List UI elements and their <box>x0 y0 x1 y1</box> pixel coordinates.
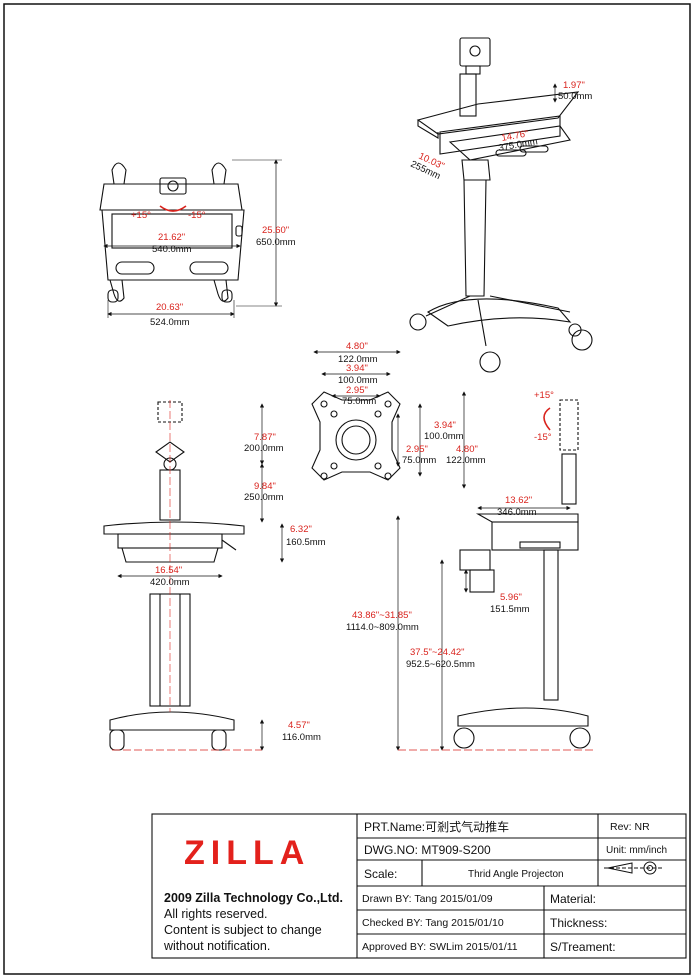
top-base-in: 20.63" <box>156 302 183 313</box>
front-base-h-in: 4.57" <box>288 720 310 731</box>
side-drawer-mm: 151.5mm <box>490 604 530 615</box>
company-name: 2009 Zilla Technology Co.,Ltd. <box>164 891 343 905</box>
sheet-border <box>3 3 691 975</box>
vesa-outer-h-mm: 122.0mm <box>446 455 486 466</box>
vesa-inner-w-mm: 75.0mm <box>342 396 376 407</box>
projection-method: Thrid Angle Projecton <box>468 869 564 880</box>
iso-tray-w-in: 14.76" <box>501 128 530 144</box>
front-mount-h-in: 7.87" <box>254 432 276 443</box>
title-block <box>151 813 687 959</box>
vesa-inner-h-mm: 75.0mm <box>402 455 436 466</box>
iso-view <box>409 37 593 373</box>
vesa-outer-w-mm: 122.0mm <box>338 354 378 365</box>
top-view <box>99 162 245 303</box>
side-reach-mm: 346.0mm <box>497 507 537 518</box>
front-tray-w-in: 16.54" <box>155 565 182 576</box>
drawing-number: DWG.NO: MT909-S200 <box>364 843 491 857</box>
units: Unit: mm/inch <box>606 845 667 856</box>
top-height-in: 25.60" <box>262 225 289 236</box>
notice-line-2: Content is subject to change <box>164 923 322 937</box>
iso-tray-h-in: 1.97" <box>563 80 585 91</box>
front-mount-h-mm: 200.0mm <box>244 443 284 454</box>
side-tray-h-in: 37.5"~24.42" <box>410 647 465 658</box>
front-column-h-mm: 250.0mm <box>244 492 284 503</box>
side-total-h-in: 43.86"~31.85" <box>352 610 412 621</box>
drawn-by: Drawn BY: Tang 2015/01/09 <box>362 893 493 905</box>
projection-symbol-icon <box>604 861 664 875</box>
scale: Scale: <box>364 867 397 881</box>
vesa-mid-w-mm: 100.0mm <box>338 375 378 386</box>
notice-line-3: without notification. <box>163 939 270 953</box>
thickness: Thickness: <box>550 916 607 930</box>
side-drawer-in: 5.96" <box>500 592 522 603</box>
side-view <box>453 399 591 749</box>
company-logo: ZILLA <box>184 834 310 872</box>
front-column-h-in: 9.84" <box>254 481 276 492</box>
vesa-outer-w-in: 4.80" <box>346 341 368 352</box>
vesa-inner-w-in: 2.95" <box>346 385 368 396</box>
top-angle-up: +15° <box>131 210 151 221</box>
vesa-outer-h-in: 4.80" <box>456 444 478 455</box>
top-width-mm: 540.0mm <box>152 244 192 255</box>
top-base-mm: 524.0mm <box>150 317 190 328</box>
iso-tray-h-mm: 50.0mm <box>558 91 592 102</box>
vesa-mid-h-mm: 100.0mm <box>424 431 464 442</box>
side-tray-h-mm: 952.5~620.5mm <box>406 659 475 670</box>
front-tray-w-mm: 420.0mm <box>150 577 190 588</box>
top-height-mm: 650.0mm <box>256 237 296 248</box>
side-total-h-mm: 1114.0~809.0mm <box>346 622 419 633</box>
vesa-inner-h-in: 2.95" <box>406 444 428 455</box>
material: Material: <box>550 892 596 906</box>
vesa-plate <box>311 391 401 481</box>
vesa-mid-w-in: 3.94" <box>346 363 368 374</box>
checked-by: Checked BY: Tang 2015/01/10 <box>362 917 504 929</box>
revision: Rev: NR <box>610 821 650 833</box>
notice-line-1: All rights reserved. <box>164 907 268 921</box>
approved-by: Approved BY: SWLim 2015/01/11 <box>362 941 518 953</box>
top-angle-down: -15° <box>188 210 206 221</box>
vesa-mid-h-in: 3.94" <box>434 420 456 431</box>
surface-treatment: S/Treament: <box>550 940 616 954</box>
front-base-h-mm: 116.0mm <box>282 732 321 743</box>
top-width-in: 21.62" <box>158 232 185 243</box>
front-tray-h-in: 6.32" <box>290 524 312 535</box>
side-reach-in: 13.62" <box>505 495 532 506</box>
part-name: PRT.Name:可剎式气动推车 <box>364 819 509 834</box>
side-angle-down: -15° <box>534 432 552 443</box>
side-angle-up: +15° <box>534 390 554 401</box>
front-tray-h-mm: 160.5mm <box>286 537 326 548</box>
